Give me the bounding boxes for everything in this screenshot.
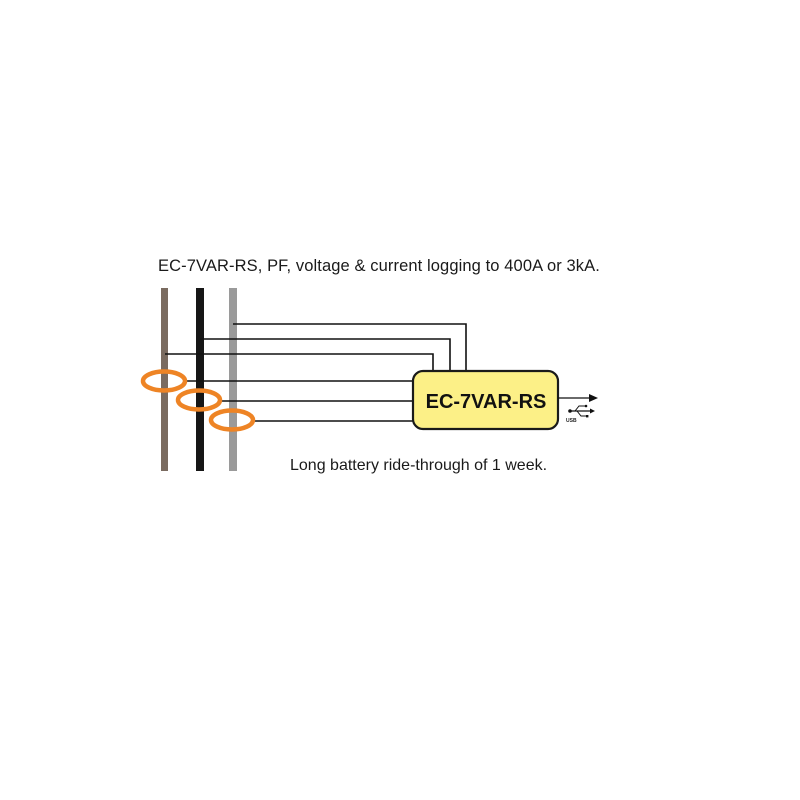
conductor-phase-3 <box>229 288 237 471</box>
clamp-icon <box>140 369 188 393</box>
usb-label: USB <box>566 418 577 424</box>
clamp-icon <box>175 388 223 412</box>
current-clamps <box>140 369 256 432</box>
diagram-caption: Long battery ride-through of 1 week. <box>290 457 548 474</box>
voltage-wire-phase-1 <box>165 353 434 371</box>
conductor-phase-2 <box>196 288 204 471</box>
usb-icon: USB <box>566 404 595 424</box>
diagram-title: EC-7VAR-RS, PF, voltage & current loggin… <box>158 257 600 275</box>
device-label: EC-7VAR-RS <box>426 391 547 413</box>
output-arrow <box>558 394 598 402</box>
voltage-wire-phase-2 <box>200 338 451 371</box>
conductors <box>161 288 237 471</box>
device-box: EC-7VAR-RS <box>411 369 560 431</box>
voltage-wires <box>165 323 467 371</box>
voltage-wire-phase-3 <box>233 323 467 371</box>
current-wires <box>187 380 414 422</box>
conductor-phase-1 <box>161 288 168 471</box>
clamp-icon <box>208 408 256 432</box>
